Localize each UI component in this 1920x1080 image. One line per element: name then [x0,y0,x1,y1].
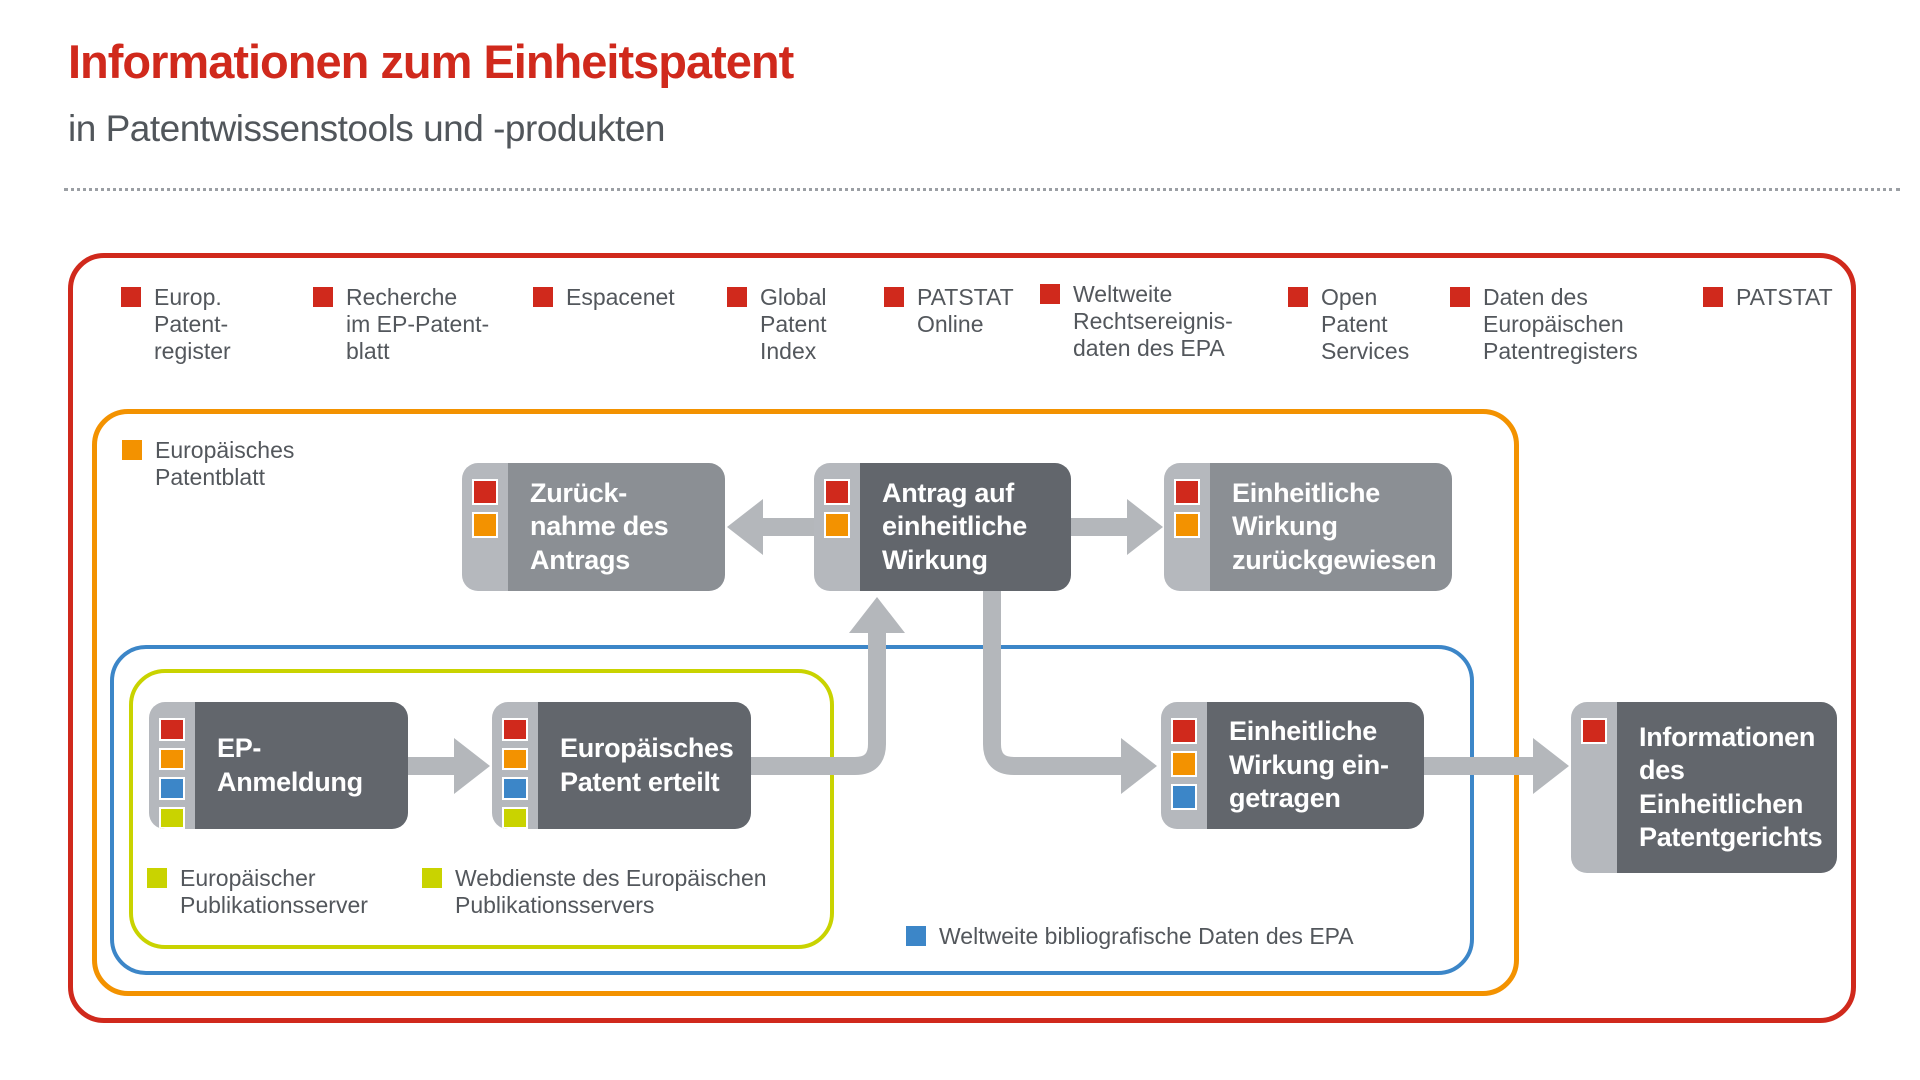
green-source-square [422,868,442,888]
red-source-square [727,287,747,307]
blue-source-square [159,777,185,800]
legend-open-patent-services: Open Patent Services [1288,284,1409,365]
red-source-square [1171,718,1197,744]
source-square-strip [814,463,860,591]
source-square-strip [149,702,195,829]
red-source-square [1288,287,1308,307]
legend-label: Recherche im EP-Patent- blatt [346,284,490,365]
legend-label: Espacenet [566,284,675,310]
box-label: EP- Anmeldung [195,702,408,829]
legend-weltweite-rechtsereignisdaten: Weltweite Rechtsereignis- daten des EPA [1040,281,1233,362]
red-source-square [121,287,141,307]
legend-label: PATSTAT [1736,284,1833,310]
box-ep-anmeldung: EP- Anmeldung [149,702,408,829]
green-source-square [502,806,528,829]
red-source-square [533,287,553,307]
legend-espacenet: Espacenet [533,284,675,311]
frame-publikationsserver-green-group [129,669,834,949]
legend-label: Daten des Europäischen Patentregisters [1483,284,1638,365]
legend-label: Weltweite Rechtsereignis- daten des EPA [1073,281,1233,362]
orange-source-square [472,512,498,538]
legend-label: Europ. Patent- register [154,284,231,365]
box-label: Zurück- nahme des Antrags [508,463,725,591]
legend-recherche-ep-patentblatt: Recherche im EP-Patent- blatt [313,284,489,365]
legend-label: Europäisches Patentblatt [155,437,295,491]
orange-source-square [1171,751,1197,777]
legend-label: PATSTAT Online [917,284,1014,338]
green-source-square [159,806,185,829]
legend-label: Weltweite bibliografische Daten des EPA [939,923,1354,949]
red-source-square [1040,284,1060,304]
red-source-square [472,479,498,505]
box-label: Informationen des Einheitlichen Patentge… [1617,702,1837,873]
red-source-square [1174,479,1200,505]
red-source-square [502,718,528,741]
red-source-square [1450,287,1470,307]
source-square-strip [1164,463,1210,591]
red-source-square [159,718,185,741]
source-square-strip [492,702,538,829]
source-square-strip [1161,702,1207,829]
box-zuruecknahme-des-antrags: Zurück- nahme des Antrags [462,463,725,591]
legend-europaeisches-patentblatt: Europäisches Patentblatt [122,437,294,491]
box-europaeisches-patent-erteilt: Europäisches Patent erteilt [492,702,751,829]
green-source-square [147,868,167,888]
legend-label: Webdienste des Europäischen Publikations… [455,865,767,919]
legend-europaeischer-publikationsserver: Europäischer Publikationsserver [147,865,368,919]
legend-daten-europaeisches-patentregister: Daten des Europäischen Patentregisters [1450,284,1638,365]
blue-source-square [906,926,926,946]
legend-patstat-online: PATSTAT Online [884,284,1014,338]
legend-europ-patentregister: Europ. Patent- register [121,284,231,365]
red-source-square [1703,287,1723,307]
red-source-square [884,287,904,307]
orange-source-square [1174,512,1200,538]
source-square-strip [1571,702,1617,873]
legend-label: Open Patent Services [1321,284,1410,365]
blue-source-square [1171,784,1197,810]
orange-source-square [122,440,142,460]
blue-source-square [502,777,528,800]
legend-patstat: PATSTAT [1703,284,1833,311]
page-subtitle: in Patentwissenstools und -produkten [68,108,665,149]
dotted-divider [64,188,1900,191]
legend-webdienste-publikationsserver: Webdienste des Europäischen Publikations… [422,865,767,919]
red-source-square [313,287,333,307]
box-einheitliche-wirkung-eingetragen: Einheitliche Wirkung ein- getragen [1161,702,1424,829]
orange-source-square [159,747,185,770]
legend-weltweite-bibliografische-daten: Weltweite bibliografische Daten des EPA [906,923,1354,950]
orange-source-square [502,747,528,770]
box-label: Einheitliche Wirkung ein- getragen [1207,702,1424,829]
box-einheitliche-wirkung-zurueckgewiesen: Einheitliche Wirkung zurückgewiesen [1164,463,1452,591]
red-source-square [824,479,850,505]
frame-epo-red-group [68,253,1856,1023]
box-label: Einheitliche Wirkung zurückgewiesen [1210,463,1452,591]
legend-label: Europäischer Publikationsserver [180,865,368,919]
source-square-strip [462,463,508,591]
box-antrag-auf-einheitliche-wirkung: Antrag auf einheitliche Wirkung [814,463,1071,591]
legend-global-patent-index: Global Patent Index [727,284,827,365]
orange-source-square [824,512,850,538]
page-title: Informationen zum Einheitspatent [68,35,794,88]
box-label: Antrag auf einheitliche Wirkung [860,463,1071,591]
box-label: Europäisches Patent erteilt [538,702,751,829]
box-informationen-einheitliches-patentgericht: Informationen des Einheitlichen Patentge… [1571,702,1837,873]
legend-label: Global Patent Index [760,284,827,365]
red-source-square [1581,718,1607,744]
frame-patentblatt-orange-group [92,409,1519,996]
